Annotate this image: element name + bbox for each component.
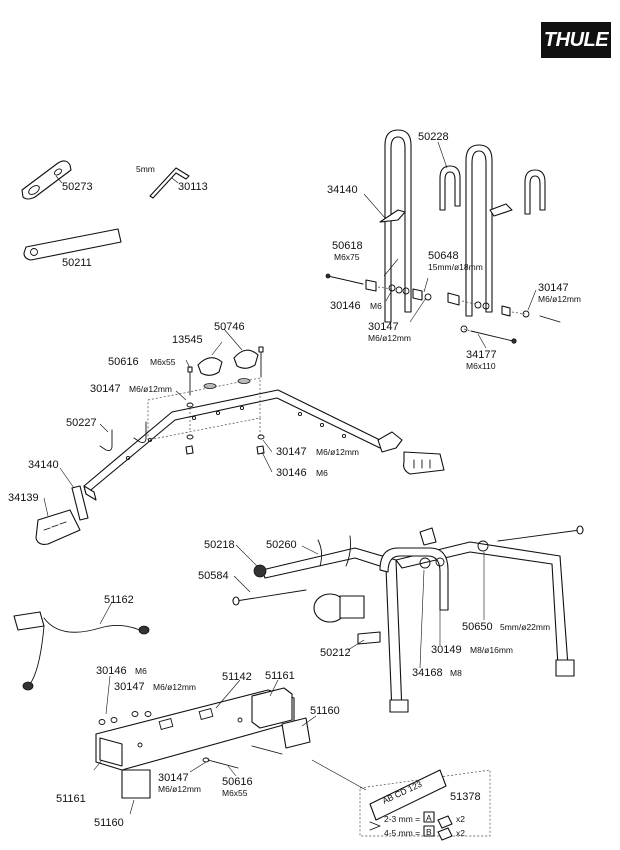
- label-51142: 51142: [222, 671, 252, 683]
- label-34168: 34168: [412, 667, 443, 679]
- label-30147-c: 30147: [90, 383, 121, 395]
- part-50228-clamps: [439, 165, 546, 215]
- kit-row-1-letter: A: [426, 813, 432, 823]
- label-50648-sub: 15mm/ø18mm: [428, 262, 483, 272]
- kit-row-2-qty: x2: [456, 828, 465, 838]
- part-lower-frame: [232, 525, 584, 713]
- label-50616-b-sub: M6x55: [222, 788, 248, 798]
- label-30147-b: 30147: [368, 321, 399, 333]
- label-30146-c-sub: M6: [135, 666, 147, 676]
- label-34139: 34139: [8, 492, 39, 504]
- brand-logo-text: THULE: [543, 28, 609, 51]
- part-middle-bar: [83, 377, 403, 501]
- label-30147-e-sub: M6/ø12mm: [153, 682, 196, 692]
- label-50618: 50618: [332, 240, 363, 252]
- label-34177: 34177: [466, 349, 497, 361]
- label-30147-f-sub: M6/ø12mm: [158, 784, 201, 794]
- label-50227: 50227: [66, 417, 97, 429]
- leader-lines: [43, 141, 537, 815]
- part-knobs: [185, 346, 265, 455]
- part-51142-light-bar: [95, 687, 311, 799]
- part-30113-allen-key: [149, 167, 190, 199]
- label-51160-b: 51160: [94, 817, 124, 829]
- label-30113-sub: 5mm: [136, 164, 155, 174]
- label-50746: 50746: [214, 321, 245, 333]
- label-34168-sub: M8: [450, 668, 462, 678]
- kit-row-2-letter: B: [426, 827, 432, 837]
- label-30147-d-sub: M6/ø12mm: [316, 447, 359, 457]
- label-50211: 50211: [62, 257, 92, 269]
- label-50212: 50212: [320, 647, 351, 659]
- label-30147-a-sub: M6/ø12mm: [538, 294, 581, 304]
- kit-row-1-qty: x2: [456, 814, 465, 824]
- part-top-arch: [379, 129, 513, 323]
- part-51162-cable: [13, 611, 150, 691]
- label-30146-c: 30146: [96, 665, 127, 677]
- label-50650-sub: 5mm/ø22mm: [500, 622, 550, 632]
- label-30147-e: 30147: [114, 681, 145, 693]
- label-30147-b-sub: M6/ø12mm: [368, 333, 411, 343]
- label-34140-mid: 34140: [28, 459, 59, 471]
- label-30147-d: 30147: [276, 446, 307, 458]
- part-50211-flat-bar: [23, 228, 122, 261]
- label-50228: 50228: [418, 131, 449, 143]
- label-34140-top: 34140: [327, 184, 358, 196]
- label-50618-sub: M6x75: [334, 252, 360, 262]
- label-50616-a-sub: M6x55: [150, 357, 176, 367]
- brand-logo: THULE: [541, 22, 611, 58]
- label-30146-b-sub: M6: [316, 468, 328, 478]
- label-50648: 50648: [428, 250, 459, 262]
- part-51378-plate-kit: [359, 769, 491, 841]
- label-51160-a: 51160: [310, 705, 340, 717]
- label-30113: 30113: [178, 181, 208, 193]
- label-50584: 50584: [198, 570, 229, 582]
- label-51378: 51378: [450, 791, 481, 803]
- label-30149: 30149: [431, 644, 462, 656]
- label-30146-a: 30146: [330, 300, 361, 312]
- label-30147-f: 30147: [158, 772, 189, 784]
- label-50616-a: 50616: [108, 356, 139, 368]
- part-spacer-row: [325, 273, 561, 323]
- kit-row-1: 2-3 mm =: [384, 814, 420, 824]
- label-34177-sub: M6x110: [466, 361, 496, 371]
- label-13545: 13545: [172, 334, 203, 346]
- kit-row-2: 4-5 mm =: [384, 828, 420, 838]
- part-34177-bolt: [460, 325, 517, 344]
- label-51161-a: 51161: [265, 670, 295, 682]
- label-30149-sub: M8/ø16mm: [470, 645, 513, 655]
- part-50227-hooks: [99, 421, 147, 451]
- label-30147-a: 30147: [538, 282, 569, 294]
- label-50616-b: 50616: [222, 776, 253, 788]
- label-30147-c-sub: M6/ø12mm: [129, 384, 172, 394]
- part-50273-plate: [21, 160, 72, 200]
- label-50260: 50260: [266, 539, 297, 551]
- label-30146-b: 30146: [276, 467, 307, 479]
- label-51161-b: 51161: [56, 793, 86, 805]
- label-50273: 50273: [62, 181, 93, 193]
- label-30146-a-sub: M6: [370, 301, 382, 311]
- label-51162: 51162: [104, 594, 134, 606]
- label-50218: 50218: [204, 539, 235, 551]
- part-34140-right-pad: [403, 451, 445, 475]
- label-50650: 50650: [462, 621, 493, 633]
- part-labels: 50273 30113 5mm 50211 50228 34140 50618 …: [8, 131, 581, 838]
- part-34140-strap: [35, 485, 89, 545]
